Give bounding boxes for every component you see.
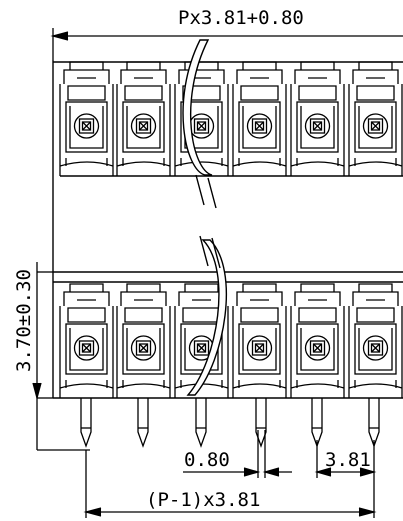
break-slash-1 bbox=[195, 174, 205, 206]
lower-cell-6 bbox=[348, 283, 403, 398]
pin-2 bbox=[137, 398, 149, 448]
top-dimension bbox=[50, 28, 403, 60]
upper-cell-1 bbox=[59, 61, 114, 176]
lower-cell-5 bbox=[290, 283, 345, 398]
break-lines bbox=[182, 39, 227, 396]
pitch-label: 3.81 bbox=[325, 449, 371, 471]
upper-cell-3 bbox=[174, 61, 229, 176]
pin-6 bbox=[368, 398, 380, 448]
pin-3 bbox=[195, 398, 207, 448]
pin-4 bbox=[255, 398, 267, 448]
break-slash-3 bbox=[199, 235, 209, 267]
upper-cell-6 bbox=[348, 61, 403, 176]
lower-cell-2 bbox=[116, 283, 171, 398]
bottom-span-dimension bbox=[83, 450, 377, 518]
break-curve-lower bbox=[186, 239, 227, 396]
pitch-dimension bbox=[314, 440, 377, 478]
break-slash-4 bbox=[211, 237, 221, 269]
pin-1 bbox=[80, 398, 92, 448]
lower-cell-1 bbox=[59, 283, 114, 398]
height-dimension bbox=[32, 262, 90, 451]
pin-row bbox=[80, 398, 380, 448]
bottom-span-label: (P-1)x3.81 bbox=[146, 489, 260, 511]
pin-width-dimension bbox=[183, 430, 292, 478]
upper-cell-5 bbox=[290, 61, 345, 176]
lower-terminal-row bbox=[59, 283, 403, 398]
lower-cell-4 bbox=[232, 283, 287, 398]
upper-terminal-row bbox=[59, 61, 403, 176]
pin-5 bbox=[311, 398, 323, 448]
pin-width-label: 0.80 bbox=[184, 449, 230, 471]
upper-cell-4 bbox=[232, 61, 287, 176]
top-dimension-label: Px3.81+0.80 bbox=[178, 7, 304, 29]
break-curve-upper bbox=[182, 39, 213, 176]
height-dimension-label: 3.70±0.30 bbox=[13, 269, 35, 372]
break-slash-2 bbox=[207, 177, 217, 209]
upper-cell-2 bbox=[116, 61, 171, 176]
